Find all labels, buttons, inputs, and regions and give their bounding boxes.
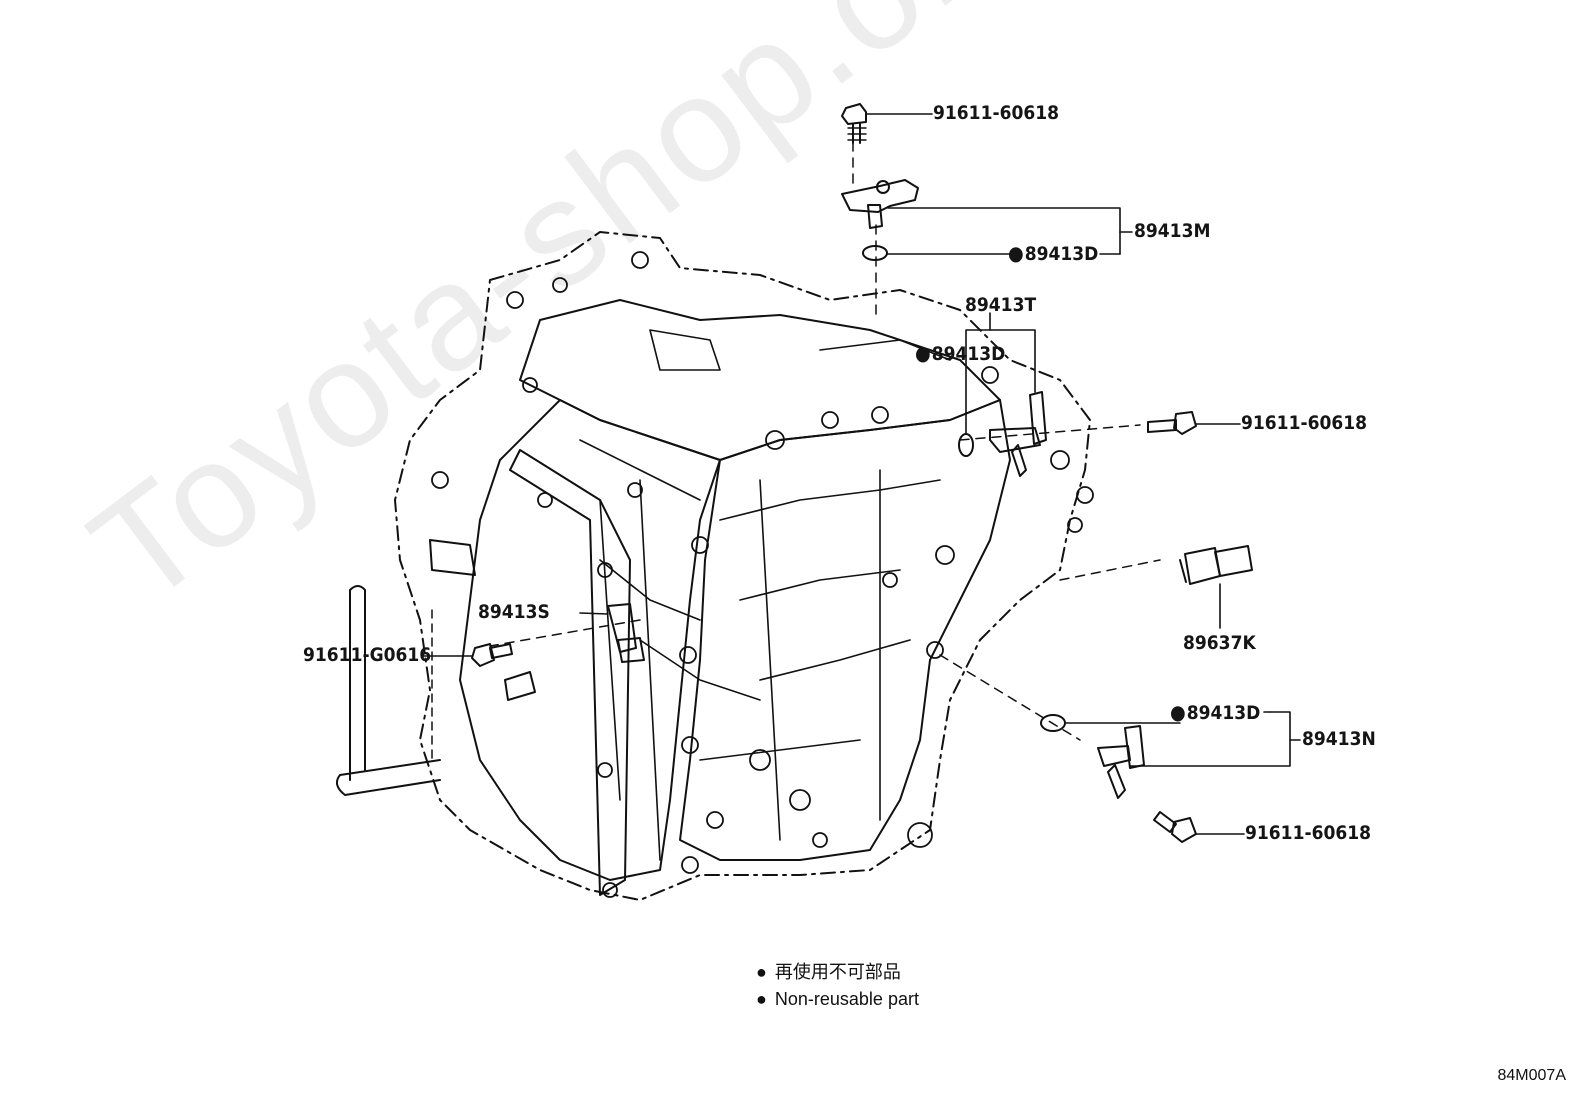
cover-plate: [509, 449, 631, 896]
label-bolt-left: 91611-G0616: [303, 644, 432, 666]
bolt-low-part: [1153, 811, 1197, 843]
bolt-holes: [431, 251, 1094, 898]
housing-top-face: [519, 299, 1001, 461]
label-bolt-right: 91611-60618: [1241, 412, 1368, 434]
bolt-top-part: [841, 103, 867, 144]
sensor-t-part: [989, 391, 1047, 477]
legend-line-1: ●再使用不可部品: [756, 962, 901, 982]
bolt-right-part: [1147, 411, 1197, 435]
sensor-n-part: [1097, 725, 1145, 799]
label-sensor-t: 89413T: [965, 294, 1037, 316]
housing-right-face: [679, 399, 1011, 861]
oring-low-part: [1040, 714, 1066, 732]
sensor-s-part: [607, 603, 645, 663]
label-sensor-m: 89413M: [1134, 220, 1211, 242]
label-oring-top: 89413D: [1008, 243, 1099, 264]
label-sensor-k: 89637K: [1183, 632, 1256, 654]
oring-mid-part: [958, 433, 974, 457]
bolt-left-part: [471, 643, 513, 667]
bullet-icon: ●: [756, 989, 767, 1009]
housing-detail: [579, 329, 951, 861]
pipe-left: [335, 585, 441, 796]
label-sensor-s: 89413S: [478, 601, 550, 623]
figure-code: 84M007A: [1497, 1067, 1567, 1084]
bullet-icon: ●: [756, 962, 767, 982]
label-bolt-low: 91611-60618: [1245, 822, 1372, 844]
leader-lines: [421, 113, 1301, 835]
label-bolt-top: 91611-60618: [933, 102, 1060, 124]
legend-line-2: ●Non-reusable part: [756, 989, 919, 1009]
label-oring-mid: 89413D: [915, 343, 1006, 364]
hub-left: [429, 539, 476, 576]
sensor-m-part: [841, 179, 919, 229]
pipe-left-dash: [349, 599, 433, 761]
oring-top-part: [862, 245, 888, 261]
housing-front-face: [459, 399, 721, 881]
housing-outline: [394, 231, 1091, 901]
hub-small: [504, 671, 536, 701]
guide-lines: [489, 141, 1161, 741]
sensor-k-part: [1179, 545, 1253, 585]
label-sensor-n: 89413N: [1302, 728, 1376, 750]
label-oring-low: 89413D: [1170, 702, 1261, 723]
